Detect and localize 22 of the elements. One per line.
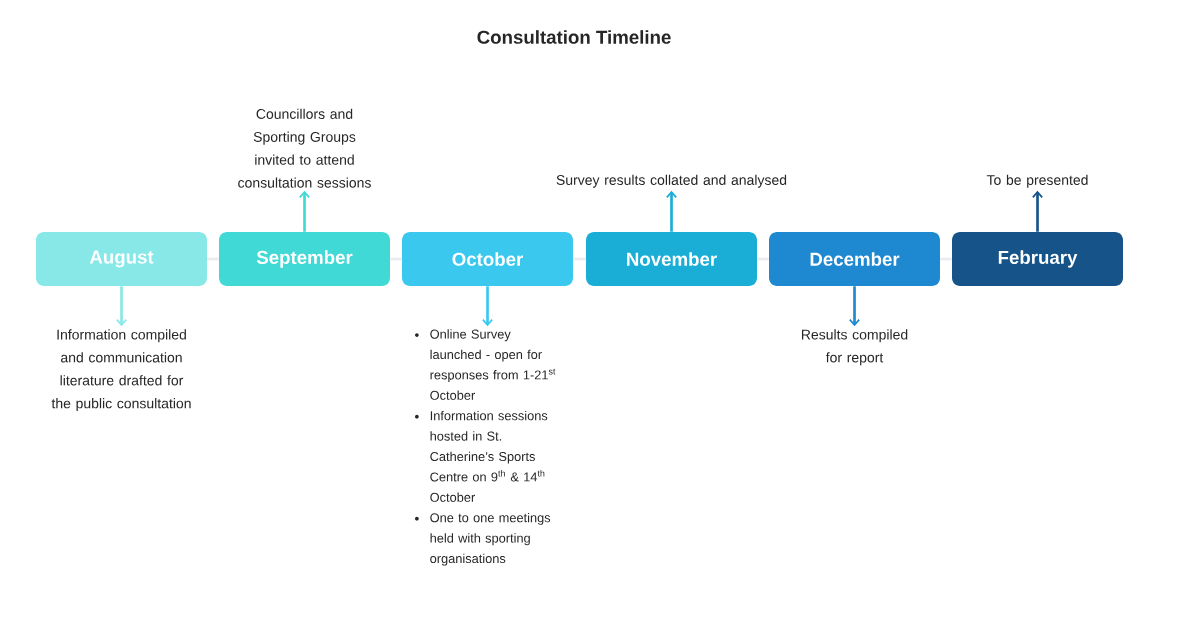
node-label: Online Survey launched - open for responses from 1-21$^{st}$ October bbox=[430, 329, 556, 400]
month-box: November bbox=[586, 232, 757, 286]
month-box: December bbox=[769, 232, 940, 286]
month-box: February bbox=[952, 232, 1123, 286]
arrow bbox=[848, 286, 861, 327]
description-text: Information compiled and communication literature drafted for the public consultation bbox=[51, 329, 191, 412]
description-text: Survey results collated and analysed bbox=[556, 174, 787, 188]
month-box: October bbox=[402, 232, 573, 286]
description-text: To be presented bbox=[986, 174, 1088, 188]
description-text: Results compiled for report bbox=[801, 329, 908, 366]
bullet-list: Online Survey launched - open for responses from 1-21$^{st}$ October Information sessions hosted in St. Catherine’s Sports Centre on 9$^{th}$ & 14$^{th}$ October One to one meetings held with sporting organisations bbox=[415, 329, 556, 566]
month-box: August bbox=[36, 232, 207, 286]
node-label: Information sessions hosted in St. Catherine’s Sports Centre on 9$^{th}$ & 14$^{th}$ October bbox=[430, 410, 548, 502]
arrow bbox=[1032, 190, 1044, 232]
arrow bbox=[665, 190, 678, 232]
arrow bbox=[481, 286, 494, 327]
arrow bbox=[298, 190, 311, 232]
description-text: Councillors and Sporting Groups invited to attend consultation sessions bbox=[238, 108, 371, 188]
node-label: One to one meetings held with sporting organisations bbox=[430, 512, 551, 566]
title: Consultation Timeline bbox=[477, 30, 671, 44]
arrow bbox=[115, 286, 128, 327]
month-box: September bbox=[219, 232, 390, 286]
